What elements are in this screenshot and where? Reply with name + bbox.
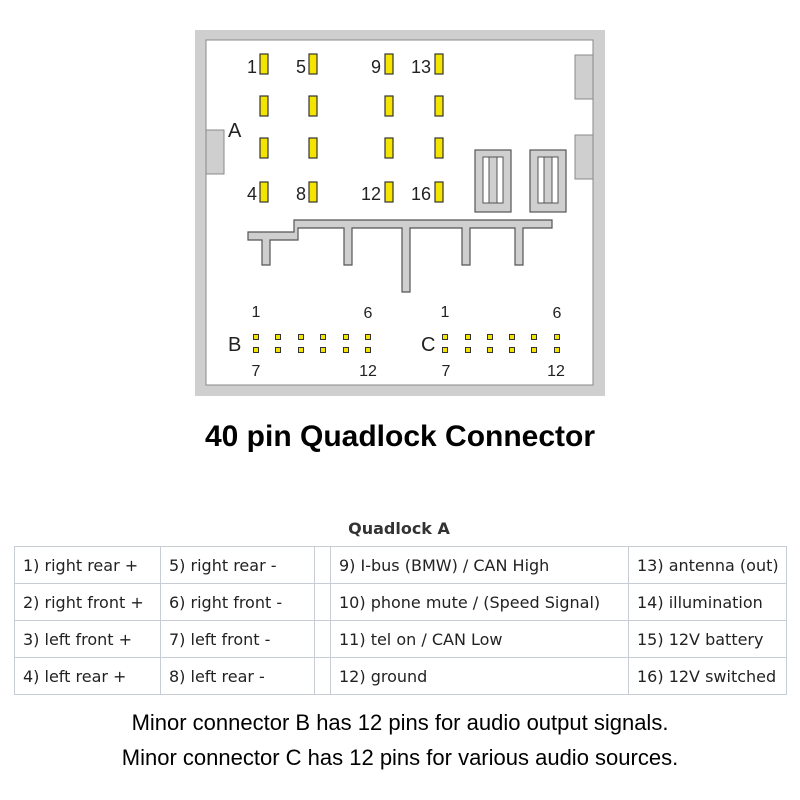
a-pin-1 [259, 53, 269, 75]
c-pin-8 [465, 347, 471, 353]
pin-label-16: 16 [411, 184, 431, 204]
table-row: 2) right front +6) right front - 10) phon… [14, 583, 787, 621]
a-pin-13 [434, 53, 444, 75]
c-pin-11 [531, 347, 537, 353]
pin-cell: 10) phone mute / (Speed Signal) [330, 583, 629, 621]
c-label-1: 1 [441, 304, 450, 321]
pin-cell: 6) right front - [160, 583, 315, 621]
connector-b-pins [253, 334, 371, 353]
c-pin-7 [442, 347, 448, 353]
b-pin-8 [275, 347, 281, 353]
pin-label-12: 12 [361, 184, 381, 204]
a-pin-10 [384, 95, 394, 117]
b-label-6: 6 [364, 305, 373, 322]
pin-label-5: 5 [296, 57, 306, 77]
right-notch-top [574, 54, 594, 100]
c-label-12: 12 [547, 363, 565, 380]
a-pin-7 [308, 137, 318, 159]
connector-a-pins [259, 53, 444, 203]
a-pin-12 [384, 181, 394, 203]
b-pin-7 [253, 347, 259, 353]
left-notch [205, 129, 225, 175]
c-pin-4 [509, 334, 515, 340]
a-pin-3 [259, 137, 269, 159]
c-pin-12 [554, 347, 560, 353]
connector-inner [205, 39, 594, 386]
c-pin-2 [465, 334, 471, 340]
a-pin-6 [308, 95, 318, 117]
a-pin-5 [308, 53, 318, 75]
b-label-7: 7 [252, 363, 261, 380]
pinout-table: 1) right rear +5) right rear - 9) I-bus (… [14, 546, 787, 695]
b-pin-3 [298, 334, 304, 340]
pin-label-1: 1 [247, 57, 257, 77]
c-label-7: 7 [442, 363, 451, 380]
connector-label-a: A [228, 120, 242, 142]
connector-label-b: B [228, 334, 241, 356]
page-title: 40 pin Quadlock Connector [204, 420, 596, 453]
pin-cell: 2) right front + [14, 583, 161, 621]
b-pin-6 [365, 334, 371, 340]
spacer-cell [314, 546, 331, 584]
right-notch-bottom [574, 134, 594, 180]
c-pin-9 [487, 347, 493, 353]
pin-label-9: 9 [371, 57, 381, 77]
spacer-cell [314, 620, 331, 658]
separator-rib [247, 219, 553, 293]
b-label-1: 1 [252, 304, 261, 321]
b-label-12: 12 [359, 363, 377, 380]
pin-cell: 7) left front - [160, 620, 315, 658]
b-pin-1 [253, 334, 259, 340]
note-connector-b: Minor connector B has 12 pins for audio … [131, 710, 669, 735]
latch-left [474, 149, 512, 213]
a-pin-2 [259, 95, 269, 117]
connector-label-c: C [421, 334, 435, 356]
a-pin-11 [384, 137, 394, 159]
table-caption: Quadlock A [348, 519, 450, 538]
a-pin-4 [259, 181, 269, 203]
b-pin-5 [343, 334, 349, 340]
b-pin-9 [298, 347, 304, 353]
a-pin-9 [384, 53, 394, 75]
table-row: 1) right rear +5) right rear - 9) I-bus (… [14, 546, 787, 584]
b-pin-12 [365, 347, 371, 353]
b-pin-10 [320, 347, 326, 353]
pin-cell: 15) 12V battery [628, 620, 787, 658]
pin-cell: 4) left rear + [14, 657, 161, 695]
table-row: 3) left front +7) left front - 11) tel on… [14, 620, 787, 658]
pin-cell: 3) left front + [14, 620, 161, 658]
pin-label-4: 4 [247, 184, 257, 204]
latch-right [529, 149, 567, 213]
c-pin-6 [554, 334, 560, 340]
pin-cell: 11) tel on / CAN Low [330, 620, 629, 658]
c-pin-10 [509, 347, 515, 353]
connector-diagram: A B C 1 5 9 13 4 8 12 16 1 6 7 12 1 6 7 … [195, 30, 605, 396]
spacer-cell [314, 583, 331, 621]
c-pin-1 [442, 334, 448, 340]
pin-label-8: 8 [296, 184, 306, 204]
c-label-6: 6 [553, 305, 562, 322]
pin-cell: 12) ground [330, 657, 629, 695]
pin-cell: 13) antenna (out) [628, 546, 787, 584]
a-pin-8 [308, 181, 318, 203]
pin-cell: 5) right rear - [160, 546, 315, 584]
c-pin-5 [531, 334, 537, 340]
pin-cell: 1) right rear + [14, 546, 161, 584]
pin-cell: 8) left rear - [160, 657, 315, 695]
c-pin-3 [487, 334, 493, 340]
connector-c-pins [442, 334, 560, 353]
b-pin-4 [320, 334, 326, 340]
spacer-cell [314, 657, 331, 695]
pin-cell: 14) illumination [628, 583, 787, 621]
b-pin-2 [275, 334, 281, 340]
a-pin-16 [434, 181, 444, 203]
note-connector-c: Minor connector C has 12 pins for variou… [121, 745, 679, 770]
a-pin-14 [434, 95, 444, 117]
pin-cell: 9) I-bus (BMW) / CAN High [330, 546, 629, 584]
pin-label-13: 13 [411, 57, 431, 77]
a-pin-15 [434, 137, 444, 159]
pin-cell: 16) 12V switched [628, 657, 787, 695]
b-pin-11 [343, 347, 349, 353]
